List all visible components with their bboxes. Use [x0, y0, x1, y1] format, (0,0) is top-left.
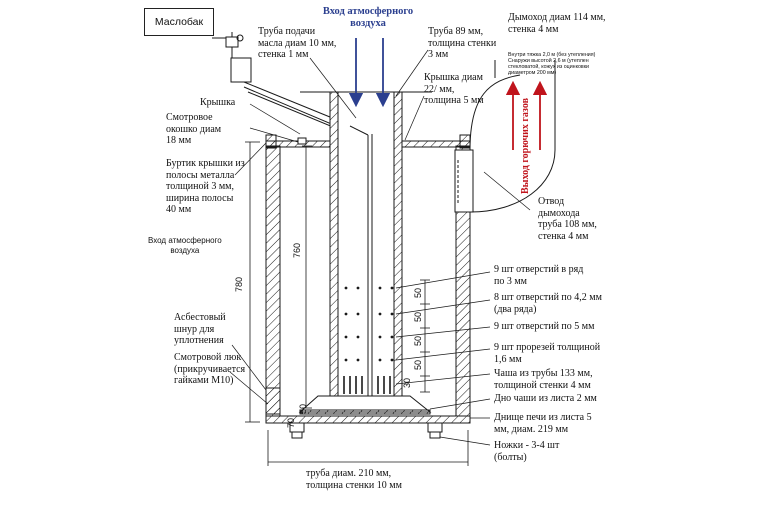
- holes1-label: 9 шт отверстий в ряд по 3 мм: [494, 264, 584, 287]
- chimney-label: Дымоход диам 114 мм, стенка 4 мм: [508, 12, 606, 35]
- holes2-label: 8 шт отверстий по 4,2 мм (два ряда): [494, 292, 602, 315]
- air-inlet-top-label: Вход атмосферного воздуха: [322, 6, 414, 29]
- dim-780: 780: [234, 276, 244, 292]
- hot-gas-arrows: [505, 80, 548, 150]
- furnace-bottom-label: Днище печи из листа 5 мм, диам. 219 мм: [494, 412, 592, 435]
- slots-label: 9 шт прорезей толщиной 1,6 мм: [494, 342, 601, 365]
- air-inlet-arrows: [348, 38, 391, 108]
- cover-diam-label: Крышка диам 22/ мм, толщина 5 мм: [424, 72, 484, 106]
- dim-50-a: 50: [413, 287, 423, 298]
- holes3-label: 9 шт отверстий по 5 мм: [494, 321, 595, 332]
- cup-bottom-label: Дно чаши из листа 2 мм: [494, 393, 597, 404]
- dim-760: 760: [292, 242, 302, 258]
- leader-lines: [229, 49, 531, 446]
- hot-gas-label: Выход горючих газов: [520, 97, 531, 194]
- main-pipe-label: труба диам. 210 мм, толщина стенки 10 мм: [306, 468, 402, 491]
- central-pipe: [297, 91, 432, 415]
- asbestos-label: Асбестовый шнур для уплотнения: [174, 312, 226, 346]
- oil-pipe-label: Труба подачи масла диам 10 мм, стенка 1 …: [258, 26, 337, 60]
- pipe89-label: Труба 89 мм, толщина стенки 3 мм: [428, 26, 497, 60]
- dimension-lines: [245, 141, 469, 466]
- dim-50-c: 50: [413, 335, 423, 346]
- chimney-outlet: [454, 60, 556, 213]
- dim-70: 70: [286, 417, 296, 428]
- cup-label: Чаша из трубы 133 мм, толщиной стенки 4 …: [494, 368, 593, 391]
- hatch-label: Смотровой люк (прикручивается гайками М1…: [174, 352, 246, 386]
- dim-50-e: 50: [298, 403, 308, 414]
- dim-50-b: 50: [413, 311, 423, 322]
- chimney-note: Внутри тяжка 2,0 м (без утепления) Снару…: [508, 52, 596, 76]
- rim-label: Буртик крышки из полосы металла толщиной…: [166, 158, 245, 215]
- air-inlet-side-label: Вход атмосферного воздуха: [148, 236, 222, 255]
- cover-label: Крышка: [200, 97, 236, 108]
- legs-label: Ножки - 3-4 шт (болты): [494, 440, 560, 463]
- outer-body: [265, 134, 471, 439]
- window-label: Смотровое окошко диам 18 мм: [166, 112, 222, 146]
- outlet-label: Отвод дымохода труба 108 мм, стенка 4 мм: [538, 196, 597, 242]
- oil-tank-box: Маслобак: [144, 8, 214, 36]
- dim-30: 30: [402, 377, 412, 388]
- dim-50-d: 50: [413, 359, 423, 370]
